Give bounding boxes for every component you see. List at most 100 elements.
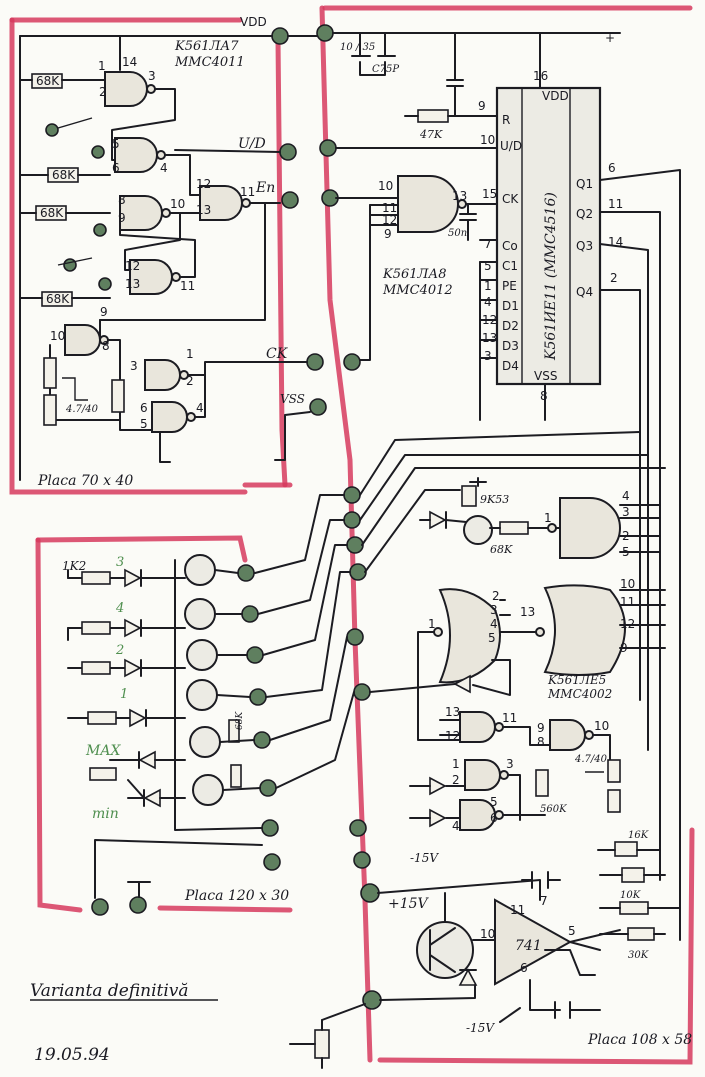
svg-text:4: 4 — [196, 401, 204, 415]
svg-text:10: 10 — [378, 179, 393, 193]
svg-text:9: 9 — [118, 211, 126, 225]
led-row-min — [127, 764, 261, 808]
svg-text:2: 2 — [622, 529, 630, 543]
led-row-4 — [67, 598, 243, 638]
title-text: Varianta definitivă — [30, 981, 189, 1001]
pin-d3: D3 — [502, 339, 519, 353]
pot-4k7 — [43, 357, 57, 389]
svg-text:2: 2 — [492, 589, 500, 603]
svg-text:12: 12 — [445, 729, 460, 743]
svg-text:15: 15 — [482, 187, 497, 201]
chip-top-alt: MMC4011 — [174, 55, 245, 70]
svg-text:10: 10 — [170, 197, 185, 211]
led-min-label: min — [92, 806, 119, 822]
resistor-68k-4-label: 68K — [46, 292, 70, 306]
transistor-3 — [184, 554, 216, 586]
nand-gate-2 — [114, 137, 158, 173]
svg-text:10: 10 — [480, 133, 495, 147]
resistor-osc — [43, 394, 57, 426]
resistor-560k-osc — [111, 379, 125, 413]
resistor-68k-min — [230, 764, 242, 788]
svg-text:9: 9 — [478, 99, 486, 113]
svg-text:11: 11 — [608, 197, 623, 211]
pin-q2: Q2 — [576, 207, 593, 221]
svg-text:11: 11 — [502, 711, 517, 725]
resistor-47k — [417, 109, 449, 123]
svg-text:8: 8 — [540, 389, 548, 403]
svg-text:2: 2 — [99, 85, 107, 99]
svg-text:3: 3 — [622, 505, 630, 519]
minus15-top: -15V — [410, 851, 439, 865]
r30k-label: 30K — [628, 950, 649, 961]
pin-r: R — [502, 113, 510, 127]
pot-low-label: 4.7/40 — [574, 754, 608, 765]
svg-text:5: 5 — [568, 924, 576, 938]
nand-gate-osc-1 — [64, 324, 101, 356]
svg-text:1: 1 — [484, 279, 492, 293]
cap-c2-label: C75P — [372, 64, 399, 75]
input-gates-board: K561ЛА7 MMC4011 68K 68K 68K 68K — [19, 39, 311, 489]
svg-text:4: 4 — [622, 489, 630, 503]
svg-text:8: 8 — [537, 735, 545, 749]
svg-text:5: 5 — [140, 417, 148, 431]
board1-label: Placa 70 x 40 — [37, 473, 133, 489]
nand-low-2 — [549, 719, 586, 751]
vdd-top-label: VDD — [240, 15, 267, 29]
nand4-alt: MMC4012 — [382, 283, 453, 298]
svg-text:13: 13 — [125, 277, 140, 291]
en-label: En — [255, 180, 275, 196]
nand4-block: 10 11 12 9 13 50n K561ЛА8 MMC4012 — [335, 147, 481, 361]
svg-text:1: 1 — [186, 347, 194, 361]
svg-text:11: 11 — [240, 185, 255, 199]
svg-text:3: 3 — [148, 69, 156, 83]
transistor-2 — [186, 639, 218, 671]
counter-vdd: VDD — [542, 89, 569, 103]
svg-text:11: 11 — [620, 595, 635, 609]
svg-text:1: 1 — [98, 59, 106, 73]
svg-text:13: 13 — [445, 705, 460, 719]
opamp-label: 741 — [515, 938, 542, 954]
pin-ci: C1 — [502, 259, 518, 273]
r10k-label: 10K — [620, 890, 641, 901]
transistor-q — [463, 515, 493, 545]
svg-text:14: 14 — [122, 55, 137, 69]
pin-d4: D4 — [502, 359, 519, 373]
footer-text: Varianta definitivă 19.05.94 — [30, 981, 218, 1065]
transistor-max — [189, 726, 221, 758]
svg-text:6: 6 — [608, 161, 616, 175]
nand-low-3 — [464, 759, 501, 791]
ck-label: CK — [266, 346, 289, 362]
svg-text:4: 4 — [452, 819, 460, 833]
svg-text:2: 2 — [186, 374, 194, 388]
nand4-gate — [397, 175, 459, 233]
svg-text:5: 5 — [112, 137, 120, 151]
svg-text:4: 4 — [490, 617, 498, 631]
counter-name: K561ИЕ11 (MMC4516) — [543, 192, 559, 361]
resistor-30k — [627, 927, 655, 941]
nand4-name: K561ЛА8 — [382, 267, 447, 282]
r1k2-label: 1K2 — [62, 559, 86, 573]
svg-text:10: 10 — [480, 927, 495, 941]
svg-text:8: 8 — [102, 339, 110, 353]
transistor-min — [192, 774, 224, 806]
lower-logic: 9K53 68K 4 3 2 5 1 1 2 3 4 5 13 10 11 — [369, 477, 666, 865]
board2-label: Placa 120 x 30 — [184, 888, 289, 904]
pin-q1: Q1 — [576, 177, 593, 191]
cap-50n: 50n — [448, 228, 467, 239]
pin-ud: U/D — [500, 139, 522, 153]
svg-text:13: 13 — [196, 203, 211, 217]
svg-text:5: 5 — [488, 631, 496, 645]
svg-text:3: 3 — [130, 359, 138, 373]
resistor-68k-3-label: 68K — [40, 206, 64, 220]
pot-low-2 — [607, 789, 621, 813]
opamp-741 — [494, 898, 573, 986]
svg-text:3: 3 — [506, 757, 514, 771]
board-pads — [45, 24, 382, 1010]
pot-low — [607, 759, 621, 783]
ud-label: U/D — [238, 136, 266, 152]
svg-text:3: 3 — [484, 349, 492, 363]
plus-top-label: + — [605, 31, 615, 45]
svg-text:7: 7 — [540, 894, 548, 908]
pot-input — [314, 1029, 330, 1059]
led-row-max: 68K — [89, 711, 255, 781]
